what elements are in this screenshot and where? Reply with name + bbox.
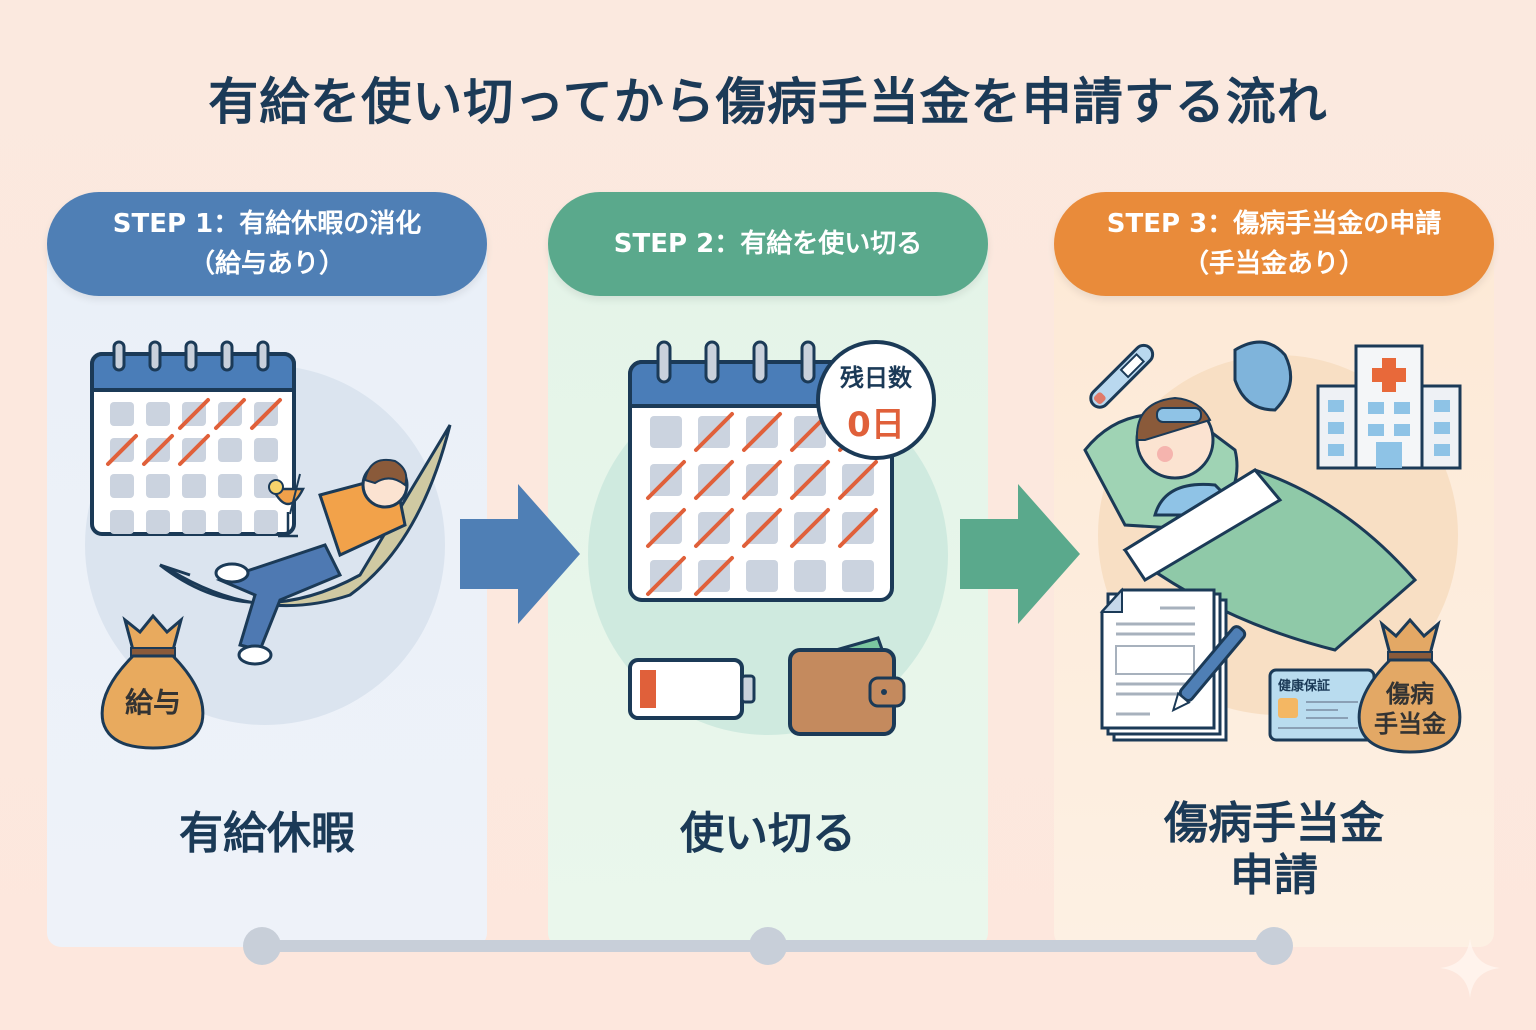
step2-caption: 使い切る [548,808,988,860]
calendar-strike-mark [178,398,210,430]
step2-caption-line1: 使い切る [680,808,856,859]
arrow-right-icon [960,484,1080,624]
calendar-day-cell [254,438,278,462]
arrow-right-icon [460,484,580,624]
calendar-strike-mark [742,460,782,500]
insurance-card-label: 健康保証 [1278,678,1330,694]
timeline-dot-step2 [749,927,787,965]
calendar-strike-mark [250,398,282,430]
calendar-strike-mark [214,398,246,430]
step1-header-line2: （給与あり） [188,249,345,279]
calendar-strike-mark [646,556,686,596]
calendar-day-cell [182,474,206,498]
low-battery-icon [628,658,756,720]
calendar-strike-mark [106,434,138,466]
benefit-money-bag-icon: 傷病 手当金 [1357,617,1462,754]
timeline-dot-step3 [1255,927,1293,965]
benefit-bag-label-line2: 手当金 [1374,710,1447,738]
calendar-day-cell [794,560,826,592]
step3-header-line1: STEP 3：傷病手当金の申請 [1106,209,1442,239]
calendar-strike-mark [694,508,734,548]
calendar-day-cell [218,510,242,534]
calendar-strike-mark [646,460,686,500]
calendar-day-cell [110,474,134,498]
calendar-day-cell [110,402,134,426]
calendar-day-cell [146,402,170,426]
calendar-day-cell [746,560,778,592]
step3-header-line2: （手当金あり） [1182,249,1365,279]
cocktail-icon [268,473,306,538]
calendar-day-cell [254,510,278,534]
salary-bag-label: 給与 [125,686,181,719]
salary-money-bag-icon: 給与 [100,613,205,750]
calendar-day-cell [110,510,134,534]
step3-caption-line1: 傷病手当金 [1164,798,1384,849]
calendar-strike-mark [742,412,782,452]
remaining-days-badge: 残日数 0日 [816,340,936,460]
step3-caption-line2: 申請 [1230,850,1318,901]
calendar-day-cell [218,474,242,498]
step1-header: STEP 1：有給休暇の消化 （給与あり） [47,192,487,296]
remaining-days-value: 0日 [847,405,905,445]
insurance-card-icon: 健康保証 [1268,668,1376,742]
calendar-day-cell [218,438,242,462]
calendar-strike-mark [694,460,734,500]
sick-person-icon [1083,340,1418,652]
calendar-strike-mark [646,508,686,548]
calendar-strike-mark [790,460,830,500]
benefit-bag-label-line1: 傷病 [1385,680,1434,708]
hospital-icon [1316,344,1462,470]
step1-caption-line1: 有給休暇 [179,808,355,859]
remaining-days-label: 残日数 [840,364,912,392]
calendar-strike-mark [790,508,830,548]
calendar-day-cell [182,510,206,534]
relaxing-person-icon [159,424,452,666]
step1-caption: 有給休暇 [47,808,487,860]
calendar-strike-mark [694,412,734,452]
calendar-day-cell [146,510,170,534]
calendar-strike-mark [742,508,782,548]
sparkle-icon [1440,938,1500,998]
calendar-strike-mark [694,556,734,596]
calendar-strike-mark [838,508,878,548]
calendar-strike-mark [838,460,878,500]
page-title: 有給を使い切ってから傷病手当金を申請する流れ [208,73,1328,131]
calendar-strike-mark [178,434,210,466]
document-pen-icon [1099,587,1247,742]
step3-header: STEP 3：傷病手当金の申請 （手当金あり） [1054,192,1494,296]
calendar-day-cell [650,416,682,448]
timeline-dot-step1 [243,927,281,965]
step3-caption: 傷病手当金 申請 [1054,798,1494,902]
calendar-day-cell [146,474,170,498]
thermometer-icon [1089,343,1155,409]
wallet-icon [788,636,906,736]
calendar-strike-mark [142,434,174,466]
step1-header-line1: STEP 1：有給休暇の消化 [112,209,422,239]
calendar-day-cell [842,560,874,592]
calendar-icon [90,340,296,536]
step2-header: STEP 2：有給を使い切る [548,192,988,296]
step2-header-line1: STEP 2：有給を使い切る [613,229,923,259]
